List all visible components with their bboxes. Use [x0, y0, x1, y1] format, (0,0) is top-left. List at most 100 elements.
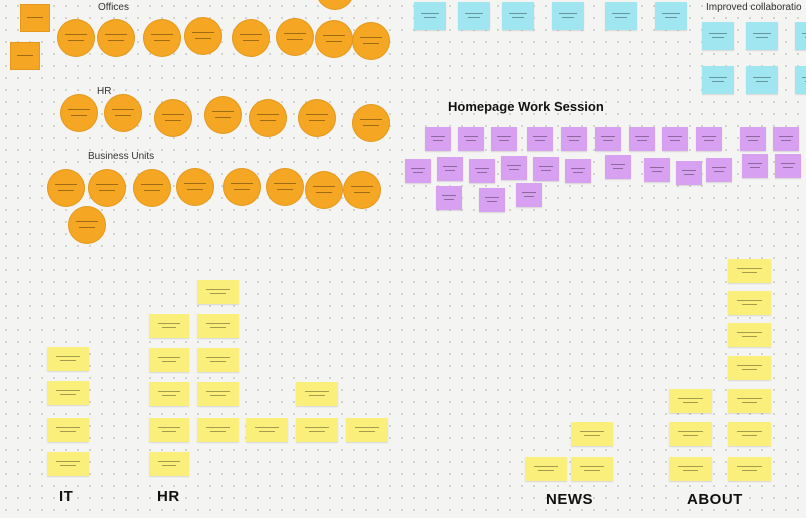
orange-circle-note[interactable] [352, 22, 390, 60]
cyan-sticky-note[interactable] [746, 22, 778, 50]
purple-sticky-note[interactable] [605, 155, 631, 179]
yellow-sticky-note[interactable] [149, 348, 189, 372]
purple-sticky-note[interactable] [533, 157, 559, 181]
orange-circle-note[interactable] [176, 168, 214, 206]
purple-sticky-note[interactable] [425, 127, 451, 151]
orange-circle-note[interactable] [133, 169, 171, 207]
group-label-hr: HR [97, 86, 112, 97]
purple-sticky-note[interactable] [629, 127, 655, 151]
cyan-sticky-note[interactable] [655, 2, 687, 30]
cyan-sticky-note[interactable] [795, 66, 806, 94]
cyan-sticky-note[interactable] [414, 2, 446, 30]
purple-sticky-note[interactable] [742, 154, 768, 178]
orange-circle-note[interactable] [47, 169, 85, 207]
purple-sticky-note[interactable] [561, 127, 587, 151]
purple-sticky-note[interactable] [740, 127, 766, 151]
orange-circle-note[interactable] [232, 19, 270, 57]
orange-circle-note[interactable] [204, 96, 242, 134]
cyan-sticky-note[interactable] [702, 66, 734, 94]
yellow-sticky-note[interactable] [149, 418, 189, 442]
purple-sticky-note[interactable] [527, 127, 553, 151]
orange-note[interactable] [10, 42, 40, 70]
yellow-sticky-note[interactable] [47, 452, 89, 476]
purple-sticky-note[interactable] [437, 157, 463, 181]
yellow-sticky-note[interactable] [47, 347, 89, 371]
yellow-sticky-note[interactable] [728, 356, 771, 380]
yellow-sticky-note[interactable] [525, 457, 567, 481]
orange-circle-note[interactable] [266, 168, 304, 206]
orange-note[interactable] [20, 4, 50, 32]
yellow-sticky-note[interactable] [47, 418, 89, 442]
cyan-sticky-note[interactable] [746, 66, 778, 94]
yellow-sticky-note[interactable] [728, 259, 771, 283]
purple-sticky-note[interactable] [479, 188, 505, 212]
yellow-sticky-note[interactable] [728, 457, 771, 481]
yellow-sticky-note[interactable] [197, 382, 239, 406]
yellow-sticky-note[interactable] [669, 457, 712, 481]
purple-sticky-note[interactable] [405, 159, 431, 183]
orange-circle-note[interactable] [276, 18, 314, 56]
orange-circle-note[interactable] [352, 104, 390, 142]
group-label-offices: Offices [98, 2, 129, 13]
purple-sticky-note[interactable] [491, 127, 517, 151]
yellow-sticky-note[interactable] [571, 457, 613, 481]
yellow-sticky-note[interactable] [246, 418, 288, 442]
orange-circle-note[interactable] [184, 17, 222, 55]
orange-circle-note[interactable] [104, 94, 142, 132]
orange-circle-note[interactable] [223, 168, 261, 206]
purple-sticky-note[interactable] [644, 158, 670, 182]
orange-circle-note[interactable] [154, 99, 192, 137]
yellow-sticky-note[interactable] [296, 382, 338, 406]
purple-sticky-note[interactable] [458, 127, 484, 151]
orange-circle-note[interactable] [249, 99, 287, 137]
purple-sticky-note[interactable] [516, 183, 542, 207]
cyan-sticky-note[interactable] [795, 22, 806, 50]
purple-sticky-note[interactable] [595, 127, 621, 151]
cyan-sticky-note[interactable] [458, 2, 490, 30]
orange-circle-note[interactable] [88, 169, 126, 207]
orange-circle-note[interactable] [97, 19, 135, 57]
group-label-business-units: Business Units [88, 151, 155, 162]
yellow-sticky-note[interactable] [47, 381, 89, 405]
yellow-sticky-note[interactable] [346, 418, 388, 442]
purple-sticky-note[interactable] [565, 159, 591, 183]
purple-sticky-note[interactable] [501, 156, 527, 180]
yellow-sticky-note[interactable] [149, 382, 189, 406]
orange-circle-note[interactable] [68, 206, 106, 244]
orange-circle-note[interactable] [143, 19, 181, 57]
orange-circle-note[interactable] [298, 99, 336, 137]
purple-sticky-note[interactable] [469, 159, 495, 183]
orange-circle-note[interactable] [57, 19, 95, 57]
orange-circle-note[interactable] [315, 20, 353, 58]
orange-circle-note[interactable] [60, 94, 98, 132]
yellow-sticky-note[interactable] [571, 422, 613, 446]
orange-circle-note[interactable] [316, 0, 354, 10]
cyan-sticky-note[interactable] [702, 22, 734, 50]
purple-sticky-note[interactable] [696, 127, 722, 151]
yellow-sticky-note[interactable] [197, 348, 239, 372]
cyan-sticky-note[interactable] [605, 2, 637, 30]
yellow-sticky-note[interactable] [669, 422, 712, 446]
yellow-sticky-note[interactable] [197, 280, 239, 304]
yellow-sticky-note[interactable] [197, 314, 239, 338]
purple-sticky-note[interactable] [676, 161, 702, 185]
yellow-sticky-note[interactable] [669, 389, 712, 413]
purple-sticky-note[interactable] [706, 158, 732, 182]
yellow-sticky-note[interactable] [197, 418, 239, 442]
orange-circle-note[interactable] [305, 171, 343, 209]
yellow-sticky-note[interactable] [149, 452, 189, 476]
yellow-sticky-note[interactable] [149, 314, 189, 338]
cyan-sticky-note[interactable] [502, 2, 534, 30]
purple-sticky-note[interactable] [773, 127, 799, 151]
cyan-sticky-note[interactable] [552, 2, 584, 30]
yellow-sticky-note[interactable] [728, 389, 771, 413]
purple-sticky-note[interactable] [436, 186, 462, 210]
purple-sticky-note[interactable] [775, 154, 801, 178]
orange-circle-note[interactable] [343, 171, 381, 209]
yellow-sticky-note[interactable] [728, 323, 771, 347]
yellow-sticky-note[interactable] [296, 418, 338, 442]
yellow-sticky-note[interactable] [728, 422, 771, 446]
yellow-sticky-note[interactable] [728, 291, 771, 315]
purple-sticky-note[interactable] [662, 127, 688, 151]
